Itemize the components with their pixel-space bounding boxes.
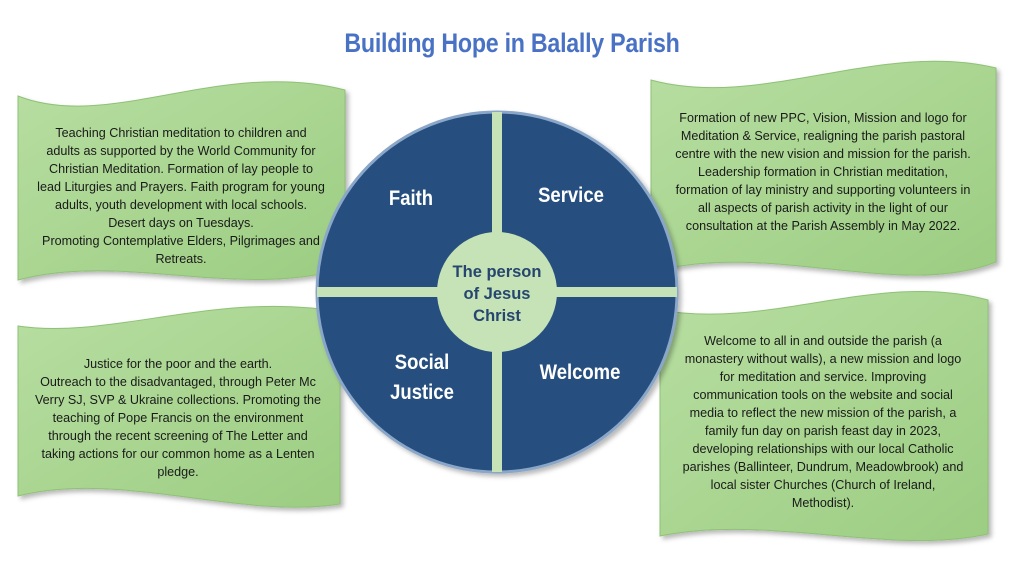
segment-label-faith: Faith (388, 187, 434, 210)
social-justice-box-text: Justice for the poor and the earth. Outr… (34, 357, 322, 479)
page-title: Building Hope in Balally Parish (344, 28, 680, 58)
welcome-box (659, 290, 989, 542)
wheel-center (437, 232, 557, 352)
service-box-text: Formation of new PPC, Vision, Mission an… (675, 111, 971, 233)
segment-label-social-justice: Social Justice (390, 351, 454, 404)
social-justice-box (17, 305, 341, 508)
faith-box-text: Teaching Christian meditation to childre… (37, 126, 325, 266)
segment-label-welcome: Welcome (539, 361, 621, 384)
center-label: The person of Jesus Christ (452, 263, 542, 325)
segment-label-service: Service (538, 184, 604, 207)
welcome-box-text: Welcome to all in and outside the parish… (682, 334, 964, 510)
service-box (650, 60, 997, 276)
